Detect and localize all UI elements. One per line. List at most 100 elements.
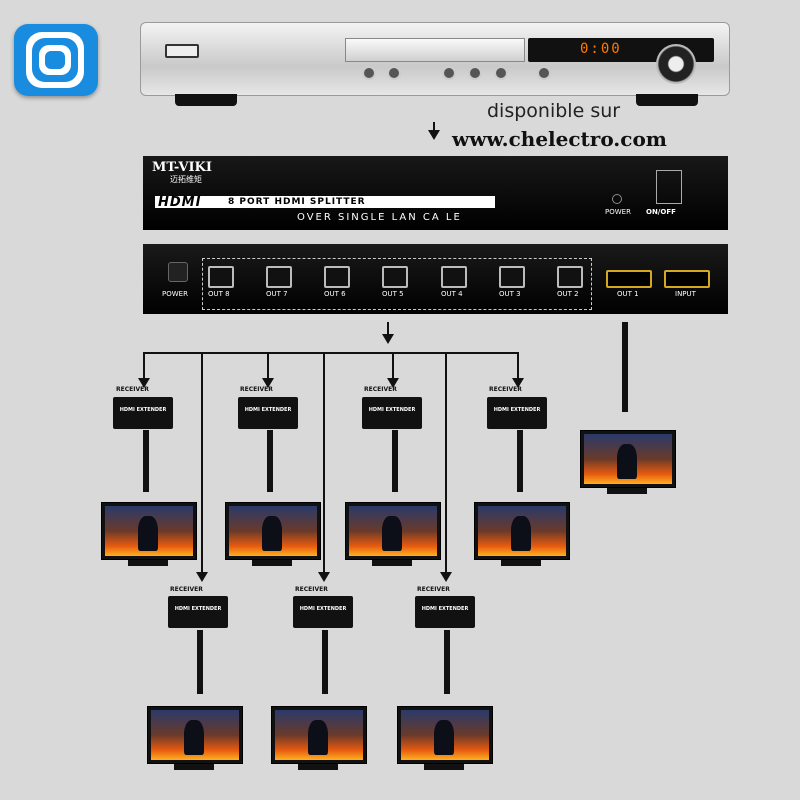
receiver-box: HDMI EXTENDER	[113, 397, 173, 429]
dvd-button	[468, 66, 482, 80]
brand-logo: MT-VIKI	[152, 160, 212, 175]
hdmi-port-out1	[606, 270, 652, 288]
receiver-label: RECEIVER	[116, 386, 149, 393]
website-link[interactable]: www.chelectro.com	[452, 127, 667, 151]
arrow-down-icon	[196, 572, 208, 582]
port-label: OUT 6	[324, 290, 346, 298]
connector-line	[323, 352, 325, 574]
tv-stand	[372, 560, 412, 566]
receiver-label: RECEIVER	[295, 586, 328, 593]
arrow-down-icon	[387, 378, 399, 388]
rj45-port	[441, 266, 467, 288]
port-label: OUT 5	[382, 290, 404, 298]
power-led-icon	[612, 194, 622, 204]
connector-line	[517, 352, 519, 380]
dvd-button	[362, 66, 376, 80]
dvd-button	[494, 66, 508, 80]
arrow-down-icon	[382, 334, 394, 344]
rj45-port	[208, 266, 234, 288]
arrow-down-icon	[262, 378, 274, 388]
hdmi-cable	[392, 430, 398, 492]
port-label: OUT 3	[499, 290, 521, 298]
tv-stand	[424, 764, 464, 770]
port-label: INPUT	[675, 290, 696, 298]
connector-line	[201, 352, 203, 574]
receiver-box: HDMI EXTENDER	[487, 397, 547, 429]
receiver-label: RECEIVER	[170, 586, 203, 593]
arrow-down-icon	[512, 378, 524, 388]
receiver-box-label: HDMI EXTENDER	[244, 407, 292, 413]
receiver-box: HDMI EXTENDER	[168, 596, 228, 628]
model-label: 8 PORT HDMI SPLITTER	[228, 197, 366, 207]
tv-screen	[397, 706, 493, 764]
hdmi-port-input	[664, 270, 710, 288]
connector-line	[392, 352, 394, 380]
tv-stand	[298, 764, 338, 770]
app-icon	[14, 24, 98, 96]
rj45-port-group	[202, 258, 592, 310]
receiver-label: RECEIVER	[364, 386, 397, 393]
tv-stand	[252, 560, 292, 566]
arrow-down-icon	[138, 378, 150, 388]
distribution-bus	[143, 352, 519, 354]
hdmi-cable	[267, 430, 273, 492]
tv-screen	[580, 430, 676, 488]
hdmi-cable	[322, 630, 328, 694]
rj45-port	[382, 266, 408, 288]
receiver-box: HDMI EXTENDER	[362, 397, 422, 429]
receiver-box: HDMI EXTENDER	[293, 596, 353, 628]
dvd-volume-knob	[656, 44, 696, 84]
receiver-label: RECEIVER	[489, 386, 522, 393]
front-power-label: POWER	[605, 208, 631, 216]
arrow-down-icon	[428, 130, 440, 140]
hdmi-cable	[143, 430, 149, 492]
port-label: OUT 4	[441, 290, 463, 298]
receiver-box: HDMI EXTENDER	[238, 397, 298, 429]
back-power-label: POWER	[162, 290, 188, 298]
receiver-box-label: HDMI EXTENDER	[368, 407, 416, 413]
switch-label: ON/OFF	[646, 208, 676, 216]
connector-line	[433, 122, 435, 132]
tv-screen	[225, 502, 321, 560]
tv-stand	[607, 488, 647, 494]
hdmi-logo: HDMI	[158, 195, 202, 210]
tv-stand	[128, 560, 168, 566]
availability-text: disponible sur	[487, 100, 621, 122]
tv-stand	[501, 560, 541, 566]
dvd-button	[537, 66, 551, 80]
hdmi-cable	[517, 430, 523, 492]
rj45-port	[557, 266, 583, 288]
dvd-time-readout: 0:00	[580, 41, 622, 57]
tv-screen	[271, 706, 367, 764]
hdmi-cable	[444, 630, 450, 694]
receiver-box-label: HDMI EXTENDER	[174, 606, 222, 612]
model-sublabel: OVER SINGLE LAN CA LE	[297, 212, 462, 223]
receiver-box-label: HDMI EXTENDER	[493, 407, 541, 413]
tv-screen	[101, 502, 197, 560]
dvd-card-slot	[165, 44, 199, 58]
port-label: OUT 8	[208, 290, 230, 298]
tv-screen	[345, 502, 441, 560]
connector-line	[143, 352, 145, 380]
receiver-label: RECEIVER	[417, 586, 450, 593]
rj45-port	[499, 266, 525, 288]
receiver-box: HDMI EXTENDER	[415, 596, 475, 628]
dvd-button	[442, 66, 456, 80]
splitter-front-panel	[143, 156, 728, 230]
hdmi-cable	[622, 322, 628, 412]
arrow-down-icon	[318, 572, 330, 582]
receiver-box-label: HDMI EXTENDER	[299, 606, 347, 612]
receiver-box-label: HDMI EXTENDER	[119, 407, 167, 413]
tv-screen	[474, 502, 570, 560]
rj45-port	[324, 266, 350, 288]
tv-stand	[174, 764, 214, 770]
receiver-box-label: HDMI EXTENDER	[421, 606, 469, 612]
brand-subtitle: 迈拓维矩	[170, 175, 202, 184]
connector-line	[445, 352, 447, 574]
port-label: OUT 2	[557, 290, 579, 298]
arrow-down-icon	[440, 572, 452, 582]
connector-line	[267, 352, 269, 380]
power-switch[interactable]	[656, 170, 682, 204]
dvd-foot	[636, 94, 698, 106]
dvd-foot	[175, 94, 237, 106]
